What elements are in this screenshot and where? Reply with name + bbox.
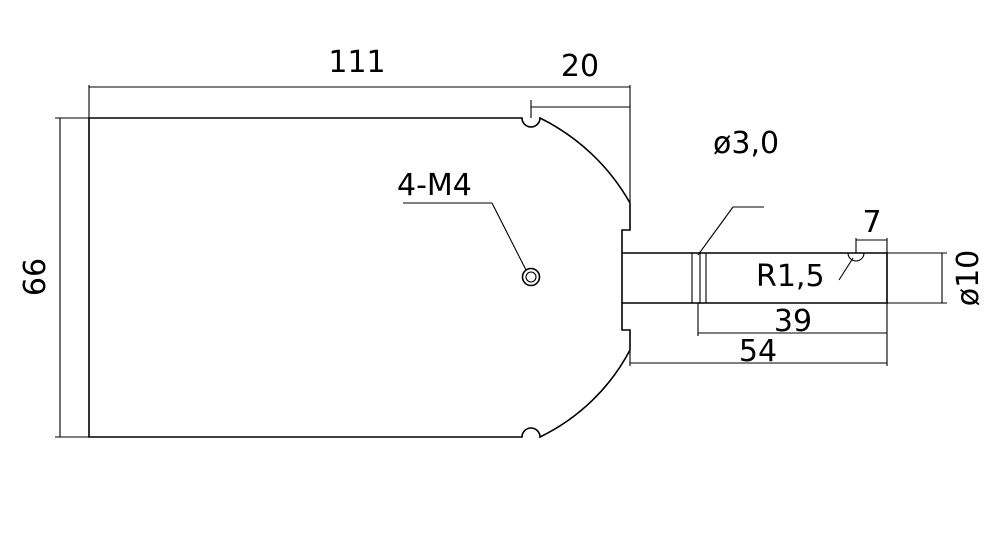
label-4m4: 4-M4 [397,168,472,203]
dim-7-label: 7 [862,205,881,240]
dim-20-label: 20 [561,49,599,84]
dim-111-label: 111 [328,45,385,80]
dim-66-label: 66 [18,258,53,296]
label-d3: ø3,0 [713,126,779,161]
dim-d10-label: ø10 [951,250,986,307]
center-hole-inner [525,271,537,283]
leader-r15 [838,257,854,281]
center-hole [521,267,541,287]
shaft-outline [622,252,888,304]
leader-4m4-line [491,202,527,271]
shaft-notch [847,252,865,262]
dim-54-label: 54 [739,334,777,369]
plate-outline [88,116,631,439]
label-r15: R1,5 [756,259,825,294]
dim-39-label: 39 [774,304,812,339]
leader-d3-line [697,206,734,256]
